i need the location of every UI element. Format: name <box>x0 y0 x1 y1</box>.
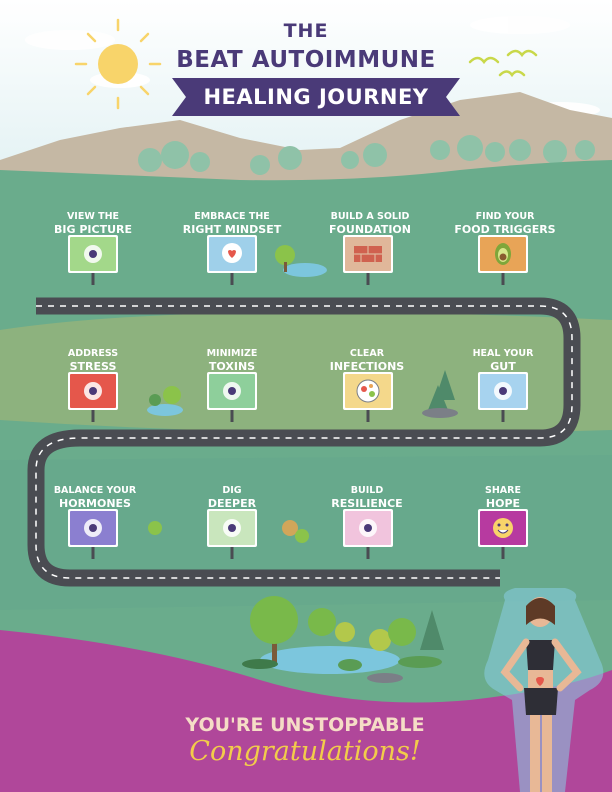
step-heal-gut: HEAL YOUR GUT <box>438 347 568 373</box>
step-line-1: HEAL YOUR <box>472 348 534 359</box>
step-line-2: GUT <box>490 360 516 373</box>
step-line-1: BUILD <box>350 485 384 496</box>
signpost <box>343 372 393 422</box>
step-build-resilience: BUILD RESILIENCE <box>302 484 432 510</box>
smiley-icon <box>493 518 513 538</box>
binoculars-icon <box>84 245 102 263</box>
step-solid-foundation: BUILD A SOLID FOUNDATION <box>305 210 435 236</box>
step-line-1: CLEAR <box>349 348 385 359</box>
scales-icon <box>84 519 102 537</box>
signpost <box>478 235 528 285</box>
step-line-2: TOXINS <box>208 360 256 373</box>
pine-rocks <box>422 370 458 418</box>
step-line-2: FOOD TRIGGERS <box>454 223 556 236</box>
step-line-1: FIND YOUR <box>475 211 535 222</box>
resilience-plant-icon <box>359 519 377 537</box>
bricks-icon <box>354 246 382 262</box>
tree-roots-icon <box>223 519 241 537</box>
heart-head-icon <box>222 243 242 263</box>
step-line-2: HORMONES <box>59 497 131 510</box>
step-share-hope: SHARE HOPE <box>438 484 568 510</box>
avocado-icon <box>495 243 511 265</box>
sun-icon <box>74 18 162 110</box>
distant-trees <box>138 135 595 175</box>
signpost <box>68 372 118 422</box>
signpost <box>343 235 393 285</box>
step-dig-deeper: DIG DEEPER <box>167 484 297 510</box>
step-line-2: DEEPER <box>207 497 257 510</box>
step-view-big-picture: VIEW THE BIG PICTURE <box>28 210 158 236</box>
step-line-2: HOPE <box>485 497 521 510</box>
signs-group <box>68 235 528 559</box>
woman-figure <box>484 588 604 792</box>
shrubs <box>148 520 309 543</box>
toxins-icon <box>223 382 241 400</box>
step-line-2: INFECTIONS <box>329 360 405 373</box>
step-minimize-toxins: MINIMIZE TOXINS <box>167 347 297 373</box>
title-line-2: HEALING JOURNEY <box>203 85 429 109</box>
step-line-1: BUILD A SOLID <box>330 211 410 222</box>
signpost <box>207 509 257 559</box>
step-food-triggers: FIND YOUR FOOD TRIGGERS <box>440 210 570 236</box>
step-line-2: BIG PICTURE <box>54 223 132 236</box>
signpost <box>343 509 393 559</box>
pond-trees-2 <box>147 386 183 416</box>
step-line-1: MINIMIZE <box>206 348 258 359</box>
step-line-1: SHARE <box>485 485 521 496</box>
birds-icon <box>468 49 538 78</box>
title-line-1: BEAT AUTOIMMUNE <box>176 47 436 73</box>
footer-congratulations: Congratulations! <box>189 736 421 767</box>
title-banner-shape <box>172 78 460 116</box>
gut-magnifier-icon <box>494 382 512 400</box>
stressed-person-icon <box>84 382 102 400</box>
step-line-1: ADDRESS <box>67 348 119 359</box>
step-line-1: BALANCE YOUR <box>53 485 137 496</box>
title-the: THE <box>283 20 329 42</box>
pond-trees-1 <box>275 245 327 277</box>
step-clear-infections: CLEAR INFECTIONS <box>302 347 432 373</box>
step-address-stress: ADDRESS STRESS <box>28 347 158 373</box>
road-center-line <box>35 305 573 579</box>
lake-forest <box>242 596 444 683</box>
step-balance-hormones: BALANCE YOUR HORMONES <box>30 484 160 510</box>
step-line-2: STRESS <box>69 360 117 373</box>
signpost <box>478 509 528 559</box>
signpost <box>207 372 257 422</box>
step-line-2: RESILIENCE <box>331 497 403 510</box>
signpost <box>478 372 528 422</box>
purple-ground <box>0 630 612 792</box>
signpost <box>68 509 118 559</box>
step-line-1: EMBRACE THE <box>194 211 270 222</box>
step-line-1: VIEW THE <box>66 211 120 222</box>
signpost <box>207 235 257 285</box>
signpost <box>68 235 118 285</box>
step-right-mindset: EMBRACE THE RIGHT MINDSET <box>167 210 297 236</box>
step-line-2: RIGHT MINDSET <box>182 223 282 236</box>
footer-unstoppable: YOU'RE UNSTOPPABLE <box>185 714 425 736</box>
petri-dish-icon <box>356 379 380 403</box>
step-line-1: DIG <box>222 485 242 496</box>
step-line-2: FOUNDATION <box>329 223 411 236</box>
